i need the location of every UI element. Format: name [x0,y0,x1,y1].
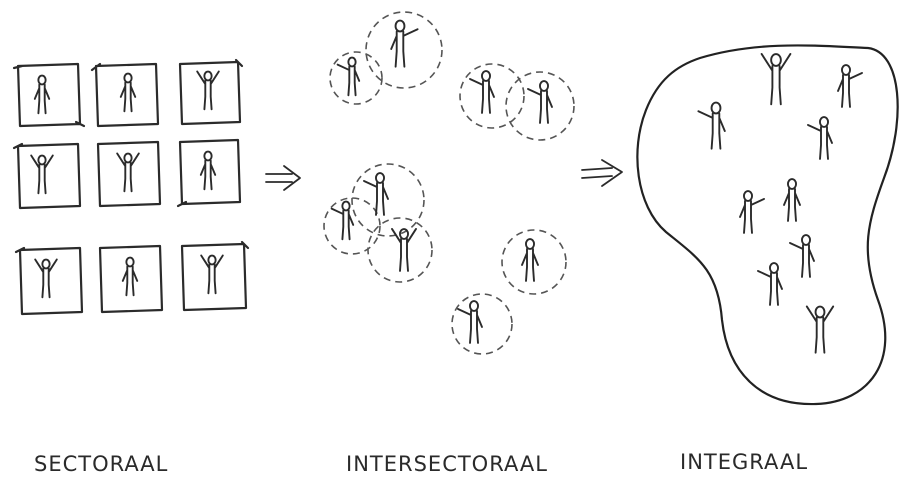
stick-figure [390,19,419,68]
stick-figure [363,172,389,216]
stick-figure [34,258,58,299]
sector-box [178,58,244,126]
label-sectoral: SECTORAAL [34,452,169,476]
sector-box [12,142,82,210]
stick-figure [116,152,140,193]
figures-layer [30,19,863,354]
sector-box [90,62,160,128]
dashed-circle [351,163,425,237]
stick-figure [805,305,835,354]
stick-figure [837,64,863,108]
dashed-circle [365,11,443,89]
stick-figure [807,116,833,160]
stick-figure [30,154,54,195]
stick-figure [119,72,137,113]
arrow-1 [265,165,301,191]
stick-figure [457,300,483,344]
arrow-2 [581,159,623,187]
sector-box [96,140,162,208]
dashed-circle [329,51,383,105]
sector-box [180,240,250,312]
stick-figure [121,256,139,297]
stick-figure [739,190,765,234]
stick-figure [336,56,361,97]
stick-figure [760,52,792,106]
dashed-circle [367,217,433,283]
stick-figure [697,101,726,150]
stick-figure [527,80,553,124]
stick-figure [33,74,51,115]
stick-figure [200,254,224,295]
sector-box [98,244,164,314]
stick-figure [521,238,539,282]
integral-blob [636,44,899,406]
sector-box [14,246,84,316]
stick-figure [330,200,355,241]
intersectoral-group [323,11,575,355]
sector-box [12,62,86,128]
label-integral: INTEGRAAL [680,450,809,474]
stick-figure [469,70,495,114]
sectoral-group [12,58,250,316]
dashed-circle [459,63,525,129]
stick-figure [757,262,783,306]
stick-figure [391,228,417,272]
sector-box [176,138,242,208]
dashed-circle [451,293,513,355]
stick-figure [196,70,220,111]
stick-figure [783,178,801,222]
stick-figure [789,234,815,278]
label-intersectoral: INTERSECTORAAL [346,452,548,476]
dashed-circle [323,197,381,255]
stick-figure [199,150,217,191]
dashed-circle [501,229,567,295]
dashed-circle [505,71,575,141]
